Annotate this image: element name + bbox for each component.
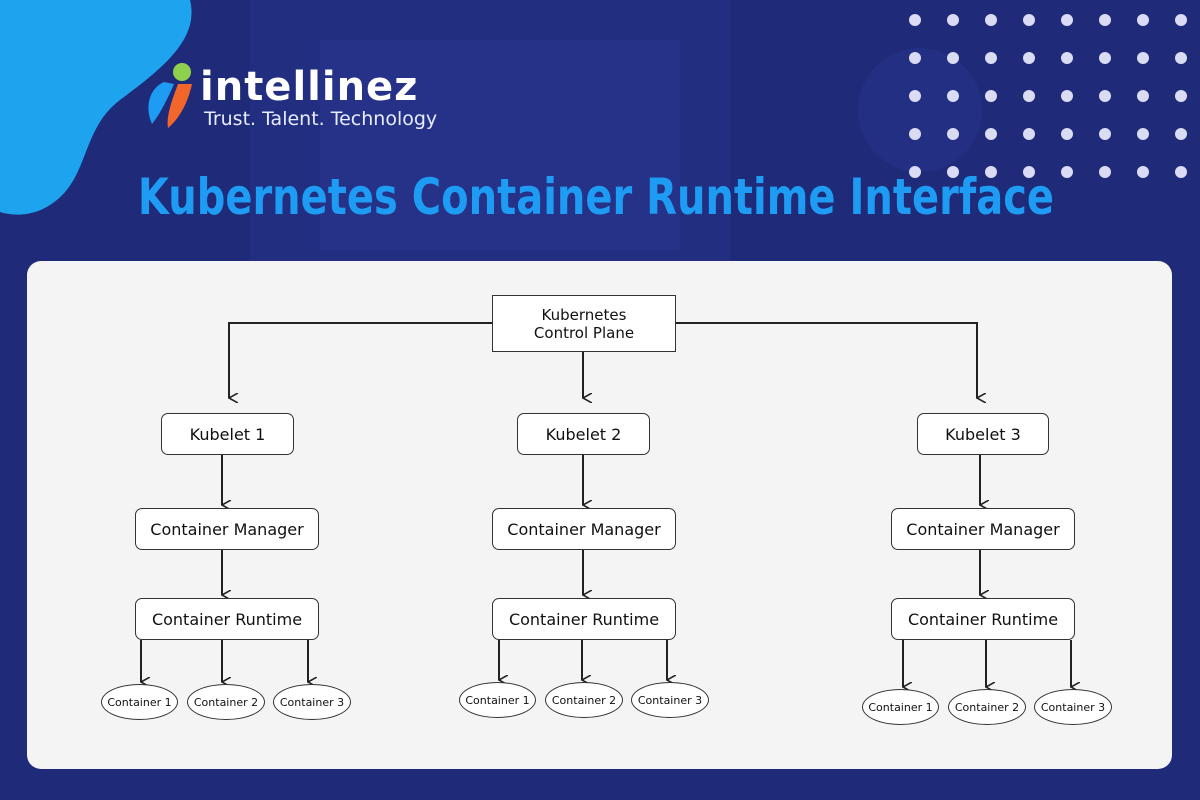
corner-blob: [0, 0, 192, 215]
node-kubelet-1: Kubelet 1: [161, 413, 294, 455]
node-container-1-3: Container 3: [273, 684, 351, 720]
node-container-runtime-3: Container Runtime: [891, 598, 1075, 640]
node-container-1-2: Container 2: [187, 684, 265, 720]
node-control-plane: Kubernetes Control Plane: [492, 295, 676, 352]
node-kubelet-3: Kubelet 3: [917, 413, 1049, 455]
node-container-manager-3: Container Manager: [891, 508, 1075, 550]
dot-grid: [909, 14, 1187, 178]
node-kubelet-2: Kubelet 2: [517, 413, 650, 455]
intellinez-logo-icon: [148, 63, 192, 128]
page-title: Kubernetes Container Runtime Interface: [137, 168, 1055, 226]
node-container-3-3: Container 3: [1034, 689, 1112, 725]
brand-name: intellinez: [200, 64, 419, 110]
connector-control-kubelet3: [676, 322, 977, 398]
node-container-manager-2: Container Manager: [492, 508, 676, 550]
node-container-3-2: Container 2: [948, 689, 1026, 725]
node-container-2-2: Container 2: [545, 682, 623, 718]
node-container-2-1: Container 1: [459, 682, 536, 718]
node-container-1-1: Container 1: [101, 684, 178, 720]
node-container-runtime-2: Container Runtime: [492, 598, 676, 640]
connector-control-kubelet1: [228, 322, 492, 398]
node-container-runtime-1: Container Runtime: [135, 598, 319, 640]
node-container-manager-1: Container Manager: [135, 508, 319, 550]
node-container-3-1: Container 1: [862, 689, 939, 725]
node-container-2-3: Container 3: [631, 682, 709, 718]
brand-tagline: Trust. Talent. Technology: [204, 108, 438, 130]
